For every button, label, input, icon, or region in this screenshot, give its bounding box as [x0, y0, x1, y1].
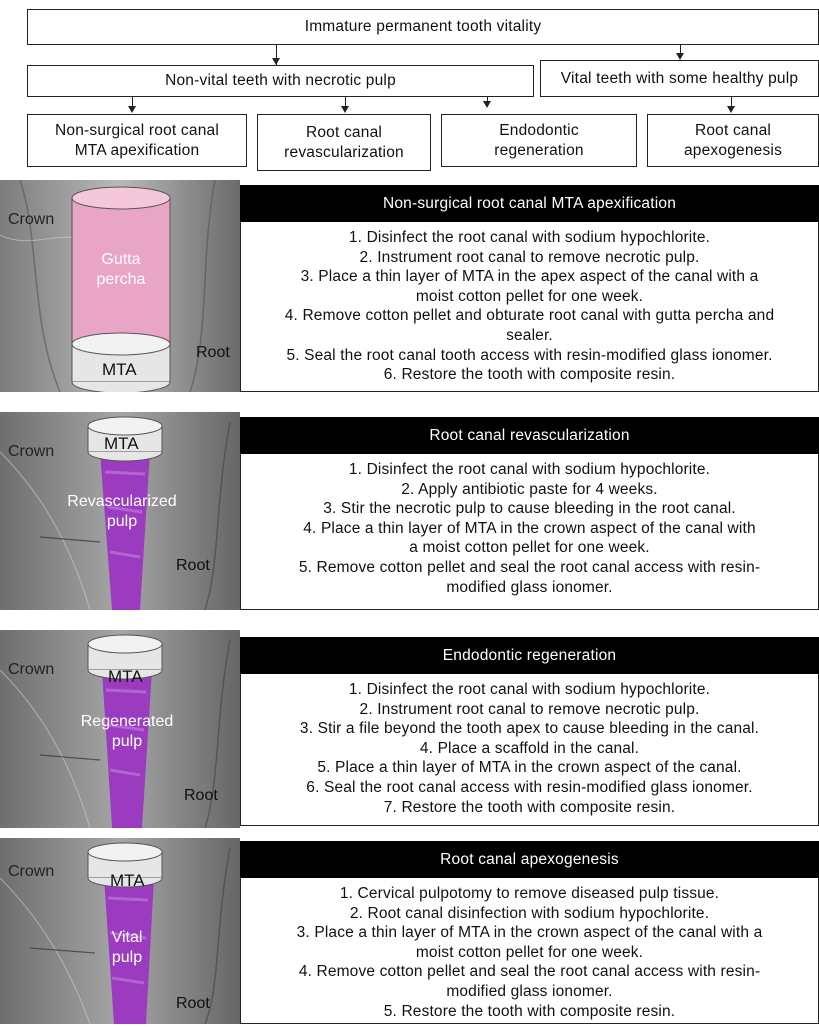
step-item: 3. Place a thin layer of MTA in the apex…: [300, 268, 759, 305]
connector-arrow: [483, 101, 491, 108]
vital-node: Vital teeth with some healthy pulp: [540, 60, 819, 97]
revascularized-pulp-label: Revascularized pulp: [67, 493, 177, 530]
step-item: 2. Instrument root canal to remove necro…: [359, 248, 700, 266]
connector-arrow: [676, 53, 684, 60]
connector-arrow: [727, 106, 735, 113]
panel-title-revascularization: Root canal revascularization: [240, 417, 819, 454]
step-item: 5. Remove cotton pellet and seal the roo…: [298, 558, 761, 596]
step-item: 1. Disinfect the root canal with sodium …: [348, 461, 711, 478]
root-node-label: Immature permanent tooth vitality: [304, 18, 542, 35]
crown-label: Crown: [8, 443, 55, 460]
root-node: Immature permanent tooth vitality: [27, 9, 819, 45]
connector-line: [276, 45, 277, 65]
step-item: 5. Restore the tooth with composite resi…: [383, 1002, 676, 1020]
panel-title-apexification: Non-surgical root canal MTA apexificatio…: [240, 185, 819, 222]
panel-steps-apexification: 1. Disinfect the root canal with sodium …: [240, 222, 819, 392]
step-item: 2. Apply antibiotic paste for 4 weeks.: [401, 480, 658, 498]
step-item: 3. Stir a file beyond the tooth apex to …: [299, 720, 760, 738]
leaf-node-label: Root canal apexogenesis: [683, 121, 783, 159]
tooth-illustration: [0, 412, 240, 610]
step-item: 6. Restore the tooth with composite resi…: [383, 366, 676, 384]
mta-label: MTA: [104, 434, 139, 453]
tooth-image-revascularization: Crown Revascularized pulp Root MTA: [0, 412, 240, 610]
step-item: 5. Seal the root canal tooth access with…: [286, 346, 773, 364]
panel-steps-regeneration: 1. Disinfect the root canal with sodium …: [240, 674, 819, 826]
crown-label: Crown: [8, 661, 55, 678]
connector-line: [345, 97, 346, 111]
step-item: 4. Remove cotton pellet and obturate roo…: [284, 307, 775, 344]
tooth-image-regeneration: Crown Regenerated pulp Root MTA: [0, 630, 240, 828]
panel-steps-revascularization: 1. Disinfect the root canal with sodium …: [240, 454, 819, 610]
connector-line: [731, 97, 732, 111]
panel-title-apexogenesis: Root canal apexogenesis: [240, 841, 819, 878]
leaf-node-apexogenesis: Root canal apexogenesis: [647, 114, 819, 167]
leaf-node-apexification: Non-surgical root canal MTA apexificatio…: [27, 114, 247, 167]
leaf-node-revascularization: Root canal revascularization: [257, 114, 431, 171]
regenerated-pulp-label: Regenerated pulp: [80, 713, 174, 750]
mta-label: MTA: [102, 360, 137, 379]
nonvital-node-label: Non-vital teeth with necrotic pulp: [165, 72, 396, 89]
connector-arrow: [341, 106, 349, 113]
root-label: Root: [176, 557, 210, 574]
connector-line: [132, 97, 133, 111]
leaf-node-label: Root canal revascularization: [284, 123, 404, 161]
step-item: 2. Root canal disinfection with sodium h…: [349, 904, 710, 922]
tooth-image-apexification: Crown Gutta percha Root MTA: [0, 180, 240, 392]
mta-label: MTA: [110, 871, 145, 890]
vital-node-label: Vital teeth with some healthy pulp: [560, 69, 799, 87]
leaf-node-regeneration: Endodontic regeneration: [441, 114, 637, 167]
root-label: Root: [196, 344, 230, 361]
tooth-image-apexogenesis: Crown Vital pulp Root MTA: [0, 838, 240, 1024]
connector-arrow: [128, 106, 136, 113]
mta-label: MTA: [108, 667, 143, 686]
crown-label: Crown: [8, 211, 55, 228]
step-item: 1. Cervical pulpotomy to remove diseased…: [339, 885, 720, 902]
step-item: 2. Instrument root canal to remove necro…: [359, 700, 700, 718]
nonvital-node: Non-vital teeth with necrotic pulp: [27, 65, 534, 97]
leaf-node-label: Non-surgical root canal MTA apexificatio…: [55, 121, 219, 159]
vital-pulp-label: Vital pulp: [111, 929, 143, 966]
connector-line: [680, 45, 681, 58]
panel-title-regeneration: Endodontic regeneration: [240, 637, 819, 674]
step-item: 6. Seal the root canal access with resin…: [306, 778, 753, 796]
step-item: 5. Place a thin layer of MTA in the crow…: [317, 759, 742, 777]
step-item: 4. Remove cotton pellet and seal the roo…: [298, 963, 761, 1000]
step-item: 4. Place a thin layer of MTA in the crow…: [303, 519, 756, 557]
panel-steps-apexogenesis: 1. Cervical pulpotomy to remove diseased…: [240, 878, 819, 1024]
tooth-illustration: [0, 180, 240, 392]
step-item: 1. Disinfect the root canal with sodium …: [348, 681, 711, 698]
crown-label: Crown: [8, 863, 55, 880]
tooth-illustration: [0, 630, 240, 828]
root-label: Root: [176, 995, 210, 1012]
leaf-node-label: Endodontic regeneration: [494, 121, 584, 159]
step-item: 7. Restore the tooth with composite resi…: [383, 798, 676, 816]
step-item: 4. Place a scaffold in the canal.: [419, 739, 640, 757]
gutta-percha-label: Gutta percha: [96, 251, 146, 288]
connector-arrow: [272, 58, 280, 65]
root-label: Root: [184, 787, 218, 804]
tooth-illustration: [0, 838, 240, 1024]
step-item: 3. Place a thin layer of MTA in the crow…: [296, 924, 763, 961]
step-item: 3. Stir the necrotic pulp to cause bleed…: [323, 500, 736, 518]
step-item: 1. Disinfect the root canal with sodium …: [348, 229, 711, 246]
